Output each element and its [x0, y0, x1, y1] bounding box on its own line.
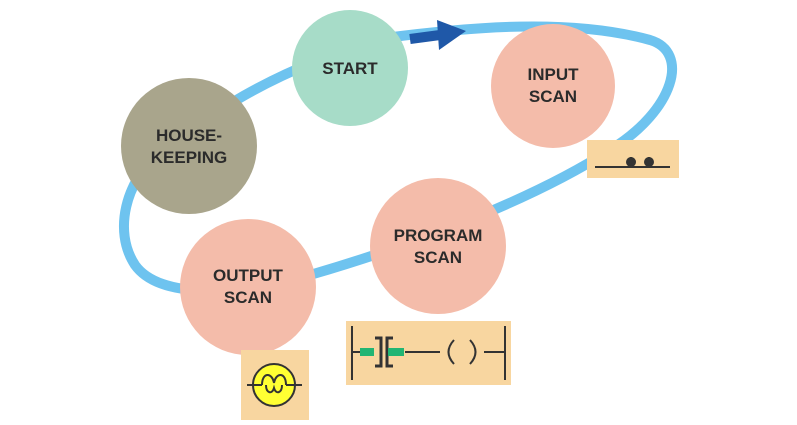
housekeeping-node: HOUSE- KEEPING	[121, 78, 257, 214]
program-scan-label-line2: SCAN	[414, 248, 462, 267]
start-label: START	[322, 59, 378, 78]
output-scan-label-line2: SCAN	[224, 288, 272, 307]
lamp-icon	[241, 350, 309, 420]
input-scan-node: INPUT SCAN	[491, 24, 615, 148]
start-node: START	[292, 10, 408, 126]
input-scan-label-line1: INPUT	[528, 65, 580, 84]
output-scan-node: OUTPUT SCAN	[180, 219, 316, 355]
ladder-rung-contact-coil-icon	[346, 321, 511, 385]
program-scan-node: PROGRAM SCAN	[370, 178, 506, 314]
output-scan-label-line1: OUTPUT	[213, 266, 284, 285]
housekeeping-label-line1: HOUSE-	[156, 126, 222, 145]
input-scan-label-line2: SCAN	[529, 87, 577, 106]
program-scan-label-line1: PROGRAM	[394, 226, 483, 245]
housekeeping-label-line2: KEEPING	[151, 148, 228, 167]
push-button-switch-icon	[587, 140, 679, 178]
direction-arrow	[409, 20, 466, 50]
